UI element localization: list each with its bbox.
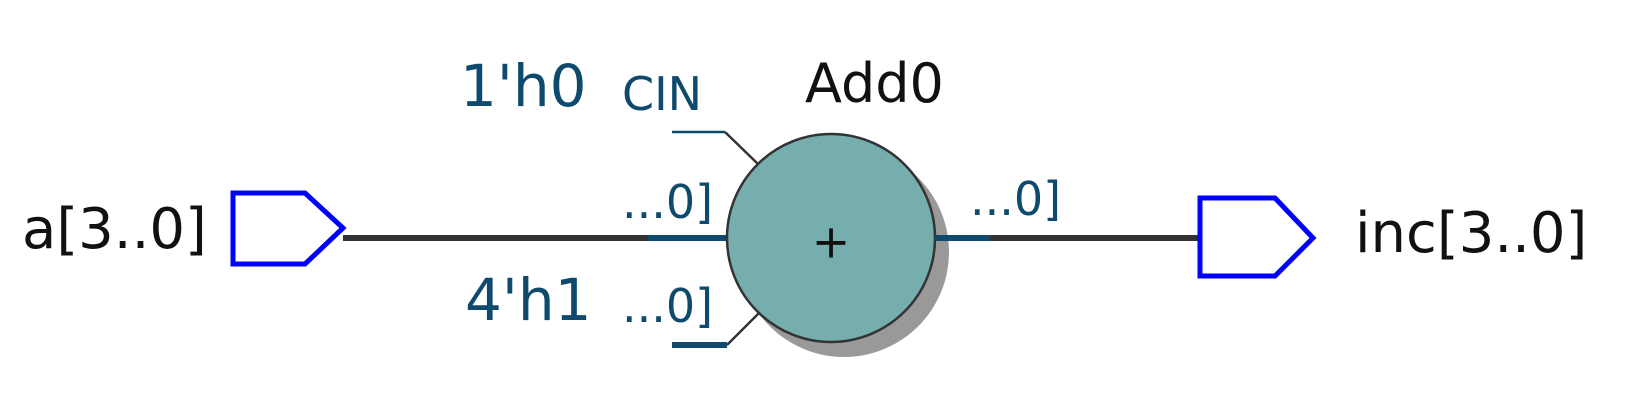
b-lead bbox=[726, 311, 761, 346]
output-port-icon[interactable] bbox=[1197, 195, 1317, 279]
adder-name: Add0 bbox=[805, 52, 944, 115]
input-port-label: a[3..0] bbox=[22, 197, 207, 262]
b-constant: 4'h1 bbox=[465, 266, 592, 334]
input-port-icon[interactable] bbox=[230, 190, 347, 267]
pin-a-label: ...0] bbox=[622, 175, 713, 229]
cin-lead bbox=[724, 131, 759, 165]
pin-out-label: ...0] bbox=[970, 172, 1061, 226]
pin-b-label: ...0] bbox=[622, 279, 713, 333]
output-port-label: inc[3..0] bbox=[1355, 201, 1587, 266]
cin-constant: 1'h0 bbox=[460, 52, 587, 120]
adder-plus-icon: + bbox=[812, 215, 851, 269]
cin-pin-label: CIN bbox=[622, 67, 702, 121]
